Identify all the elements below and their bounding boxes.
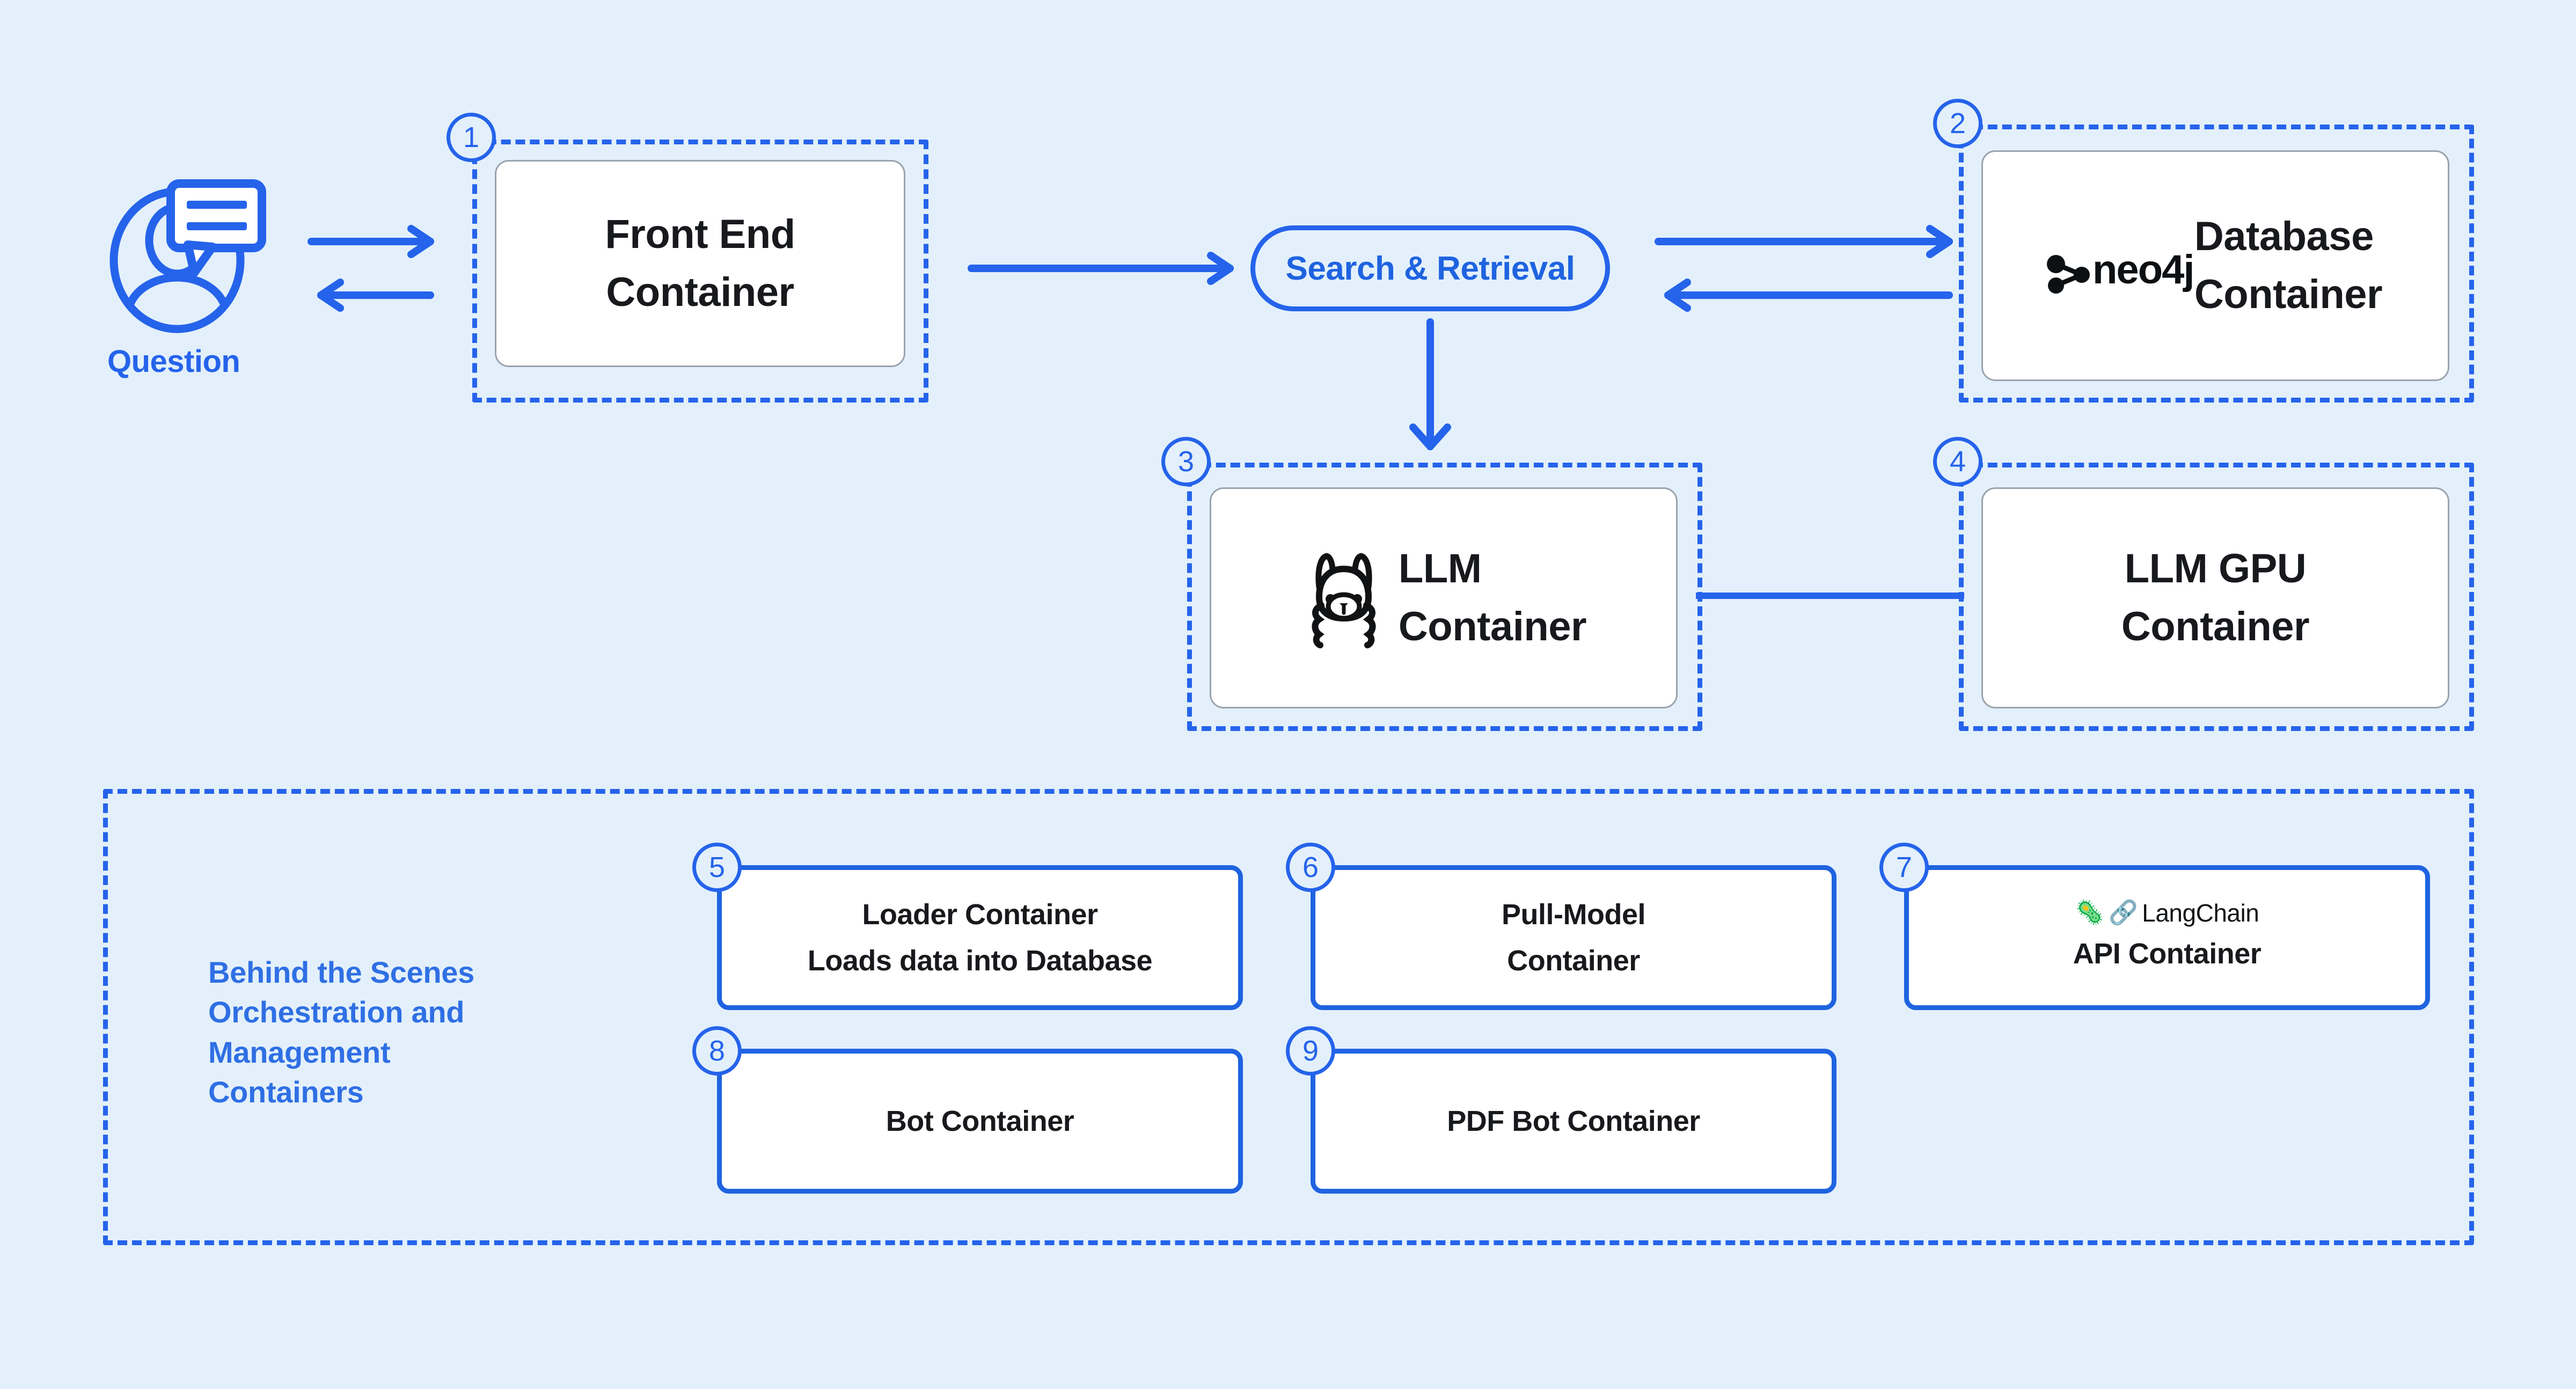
pull-model-line1: Pull-Model	[1502, 898, 1645, 931]
llm-gpu-container-zone	[1959, 463, 2474, 731]
orchestration-label-line1: Behind the Scenes	[208, 955, 474, 989]
search-to-database-arrow	[1655, 225, 1953, 258]
pull-model-container-box[interactable]: Pull-Model Container	[1311, 865, 1836, 1010]
llama-icon	[1312, 553, 1376, 648]
langchain-card-content: 🦠🔗 LangChain API Container	[2073, 898, 2262, 977]
front-end-title-line1: Front End	[605, 211, 795, 258]
langchain-logo-line: 🦠🔗 LangChain	[2073, 898, 2262, 927]
llm-gpu-container-text: LLM GPU Container	[2121, 540, 2310, 656]
loader-line2: Loads data into Database	[807, 945, 1153, 977]
link-emoji-icon: 🔗	[2108, 899, 2138, 926]
badge-8: 8	[692, 1026, 742, 1076]
user-with-speech-bubble-icon	[109, 179, 266, 333]
badge-3: 3	[1161, 437, 1211, 486]
question-to-frontend-arrow	[308, 225, 434, 258]
orchestration-label: Behind the Scenes Orchestration and Mana…	[208, 953, 552, 1113]
front-end-title-line2: Container	[606, 269, 794, 315]
front-end-container-zone	[472, 140, 928, 403]
pdf-bot-container-text: PDF Bot Container	[1447, 1105, 1700, 1137]
llm-container-text: LLM Container	[1398, 540, 1587, 656]
llm-gpu-container-card[interactable]: LLM GPU Container	[1981, 487, 2449, 708]
front-end-container-card[interactable]: Front End Container	[495, 160, 905, 367]
llm-title-line2: Container	[1398, 604, 1587, 649]
parrot-emoji-icon: 🦠	[2075, 899, 2105, 926]
neo4j-logo: neo4j	[2046, 247, 2194, 294]
llm-container-card[interactable]: LLM Container	[1210, 487, 1678, 708]
database-container-card[interactable]: neo4j Database Container	[1981, 150, 2449, 381]
bot-container-text: Bot Container	[885, 1105, 1074, 1137]
database-card-content: neo4j Database Container	[2046, 208, 2383, 324]
badge-9: 9	[1286, 1026, 1335, 1076]
badge-1: 1	[447, 113, 496, 162]
orchestration-zone	[103, 789, 2474, 1245]
orchestration-label-line4: Containers	[208, 1075, 364, 1109]
database-title-line1: Database	[2194, 214, 2374, 260]
badge-4: 4	[1933, 437, 1982, 486]
orchestration-label-line3: Management	[208, 1035, 391, 1069]
llm-gpu-title-line2: Container	[2121, 604, 2310, 649]
neo4j-graph-mark-icon	[2046, 255, 2090, 294]
frontend-to-search-arrow	[968, 252, 1234, 285]
database-container-zone	[1959, 125, 2474, 403]
langchain-api-container-box[interactable]: 🦠🔗 LangChain API Container	[1904, 865, 2430, 1010]
pull-model-line2: Container	[1507, 945, 1640, 977]
pull-model-text: Pull-Model Container	[1502, 891, 1645, 984]
question-actor	[107, 177, 311, 333]
llm-to-llmgpu-connector	[1696, 593, 1964, 599]
badge-7: 7	[1879, 843, 1929, 892]
badge-6: 6	[1286, 843, 1335, 892]
neo4j-wordmark: neo4j	[2092, 247, 2194, 293]
database-container-text: Database Container	[2194, 208, 2383, 324]
front-end-container-text: Front End Container	[605, 206, 795, 321]
search-and-retrieval-pill[interactable]: Search & Retrieval	[1250, 225, 1610, 311]
llm-gpu-title-line1: LLM GPU	[2124, 546, 2307, 592]
badge-5: 5	[692, 843, 742, 892]
orchestration-label-line2: Orchestration and	[208, 995, 465, 1029]
loader-container-box[interactable]: Loader Container Loads data into Databas…	[717, 865, 1243, 1010]
langchain-api-container-label: API Container	[2073, 937, 2262, 970]
pdf-bot-container-box[interactable]: PDF Bot Container	[1311, 1049, 1836, 1194]
llm-card-content: LLM Container	[1301, 540, 1587, 656]
search-and-retrieval-label: Search & Retrieval	[1285, 250, 1575, 287]
loader-line1: Loader Container	[862, 898, 1098, 931]
llm-title-line1: LLM	[1398, 546, 1482, 592]
badge-2: 2	[1933, 99, 1982, 148]
question-label: Question	[107, 344, 240, 379]
search-to-llm-arrow	[1409, 318, 1451, 450]
loader-container-text: Loader Container Loads data into Databas…	[807, 891, 1153, 984]
bot-container-box[interactable]: Bot Container	[717, 1049, 1243, 1194]
langchain-wordmark: LangChain	[2142, 898, 2259, 927]
database-to-search-arrow	[1664, 279, 1953, 312]
frontend-to-question-arrow	[317, 279, 434, 312]
database-title-line2: Container	[2194, 272, 2383, 317]
